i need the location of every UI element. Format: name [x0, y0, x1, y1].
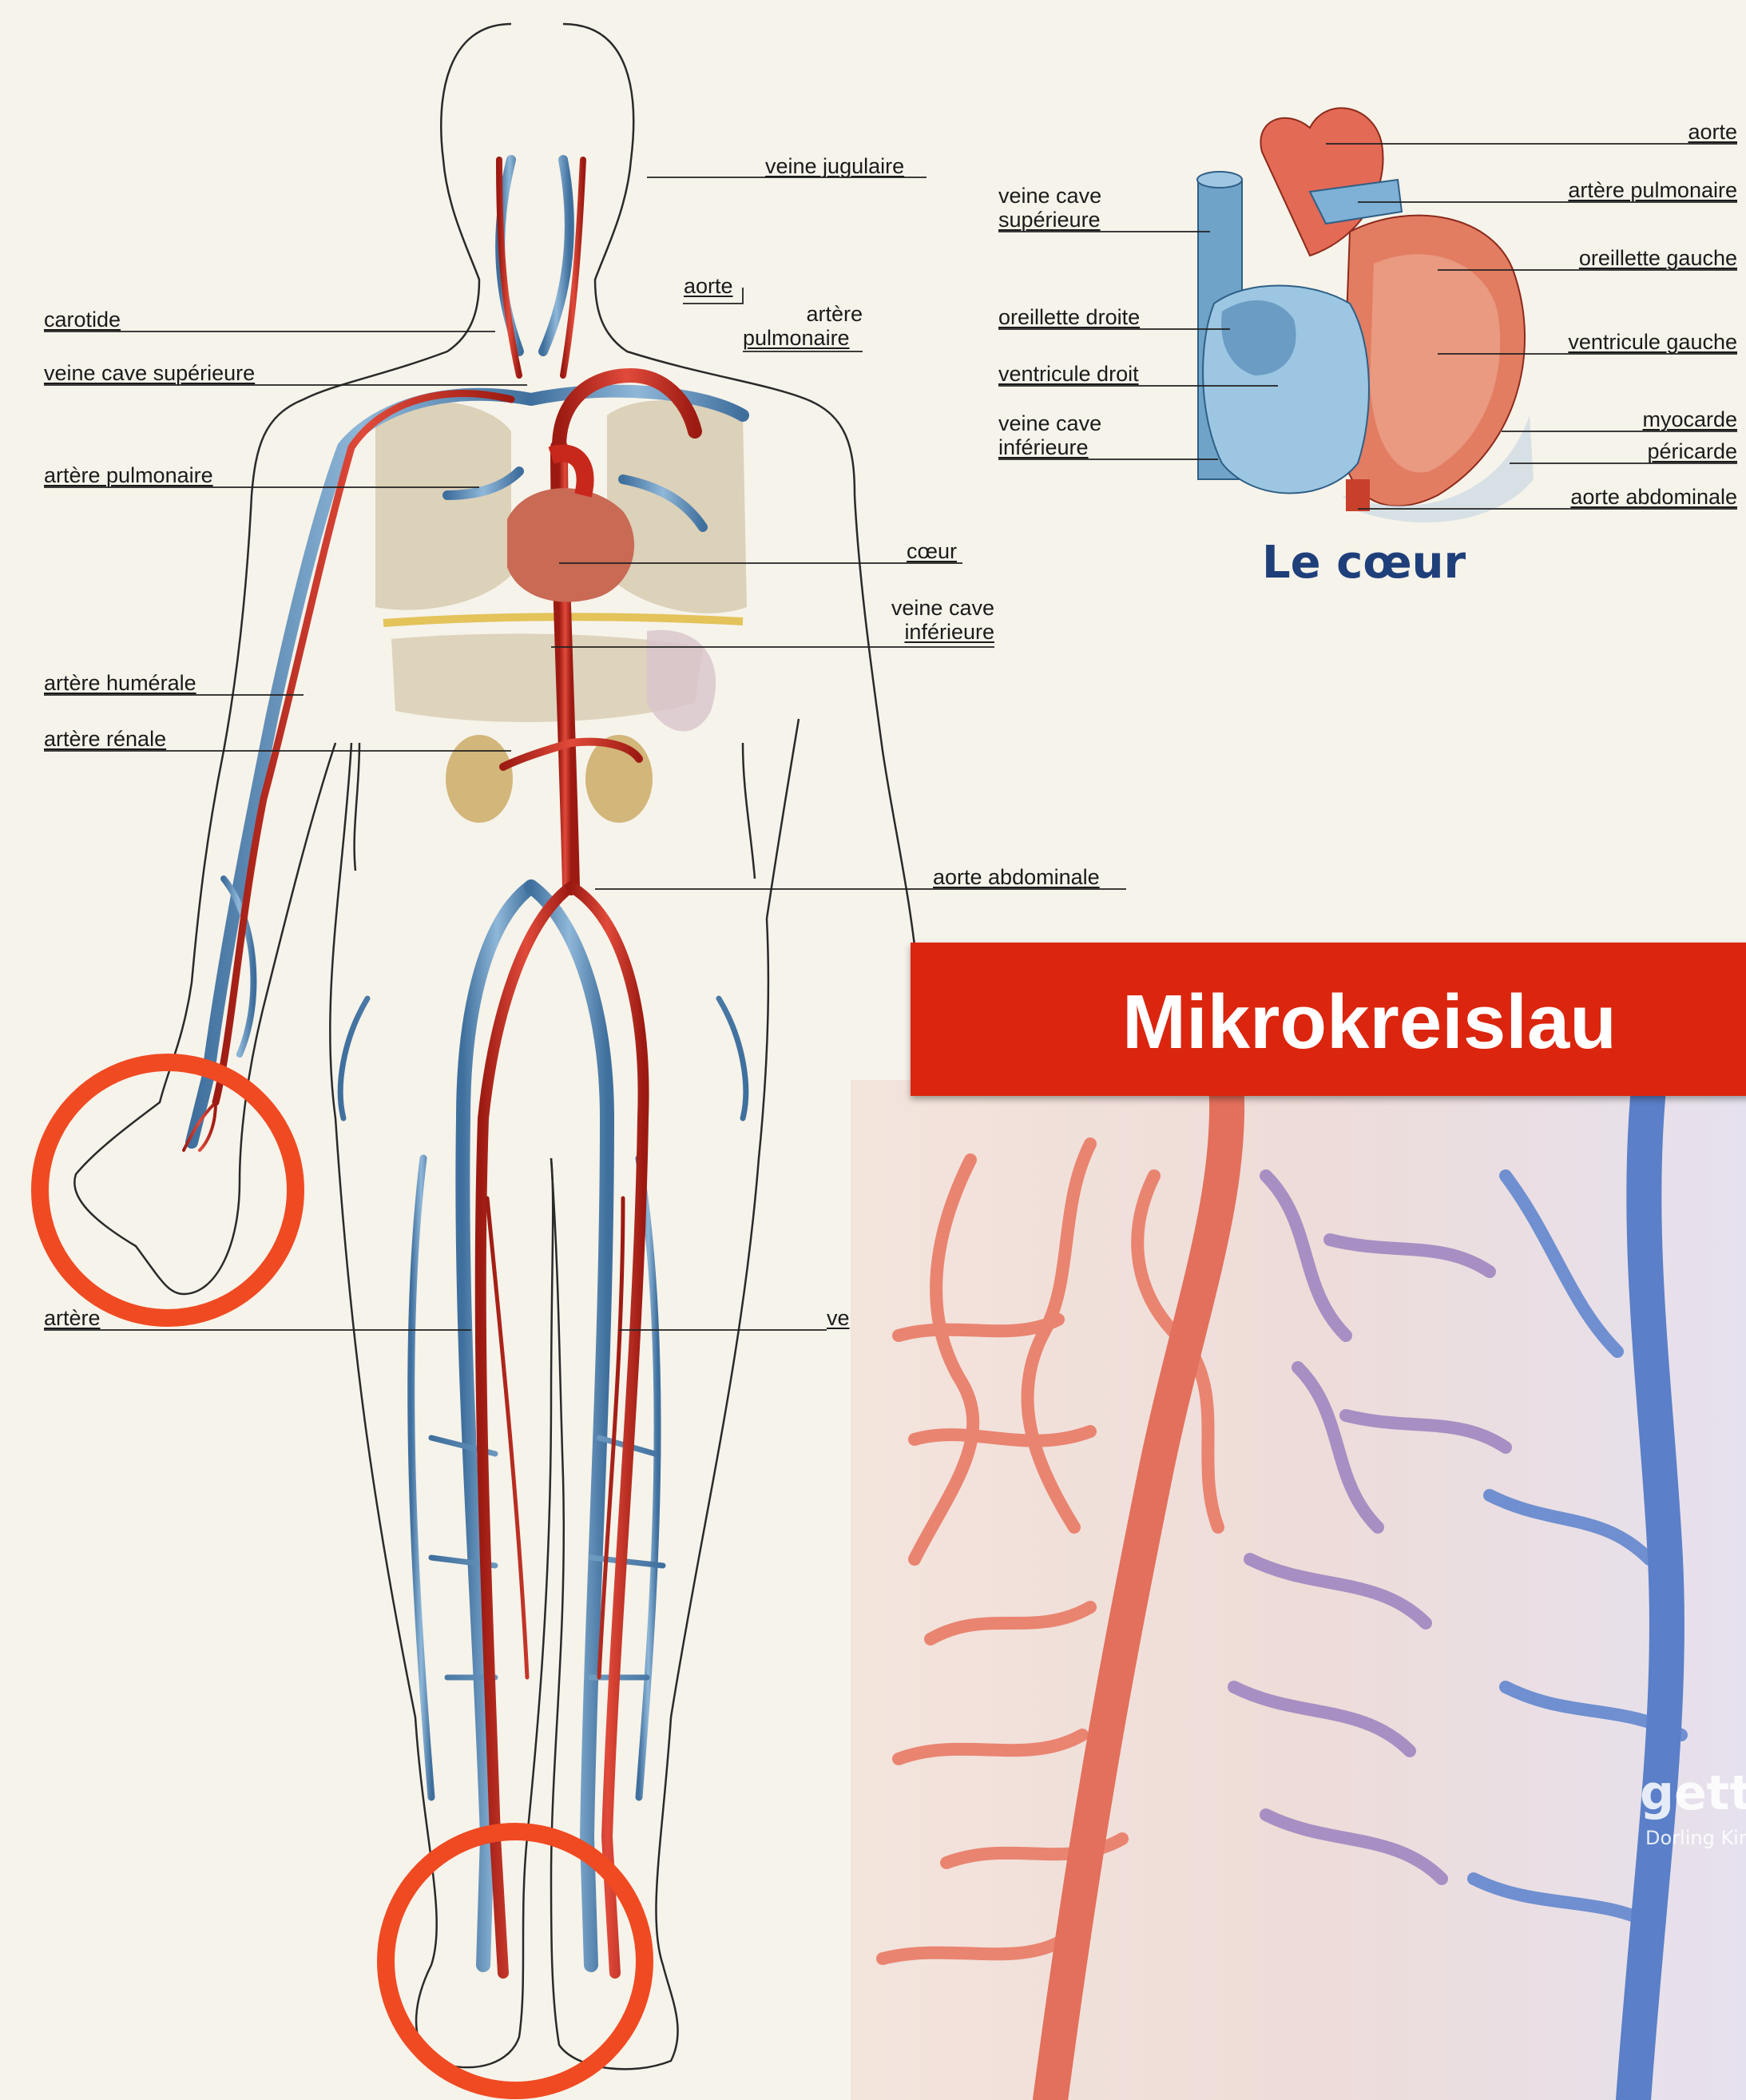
- watermark-brand: getty: [1640, 1765, 1746, 1821]
- label-aorte-abdominale: aorte abdominale: [933, 865, 1100, 889]
- heart-label-veine-cave-inf-bottom: inférieure: [998, 435, 1089, 459]
- stomach: [647, 630, 716, 732]
- label-veine-cave-inferieure-top: veine cave: [847, 596, 994, 620]
- heart-label-aorte: aorte: [1518, 120, 1737, 144]
- watermark-credit: Dorling Kin: [1645, 1827, 1746, 1849]
- heart-label-veine-cave-inf-top: veine cave: [998, 411, 1101, 435]
- heart-label-aorte-abdominale: aorte abdominale: [1518, 485, 1737, 509]
- foot-highlight-circle: [386, 1832, 645, 2090]
- heart-label-ventricule-gauche: ventricule gauche: [1518, 330, 1737, 354]
- heart-diagram: [0, 0, 1746, 575]
- heart-title: Le cœur: [1262, 537, 1466, 589]
- label-veine-cave-inferieure-bottom: inférieure: [847, 620, 994, 644]
- capillary-network: [851, 1080, 1746, 2100]
- title-banner: Mikrokreislau: [911, 943, 1746, 1096]
- heart-label-myocarde: myocarde: [1518, 407, 1737, 431]
- heart-illustration: [1197, 108, 1534, 522]
- heart-label-pericarde: péricarde: [1518, 439, 1737, 463]
- heart-label-oreillette-gauche: oreillette gauche: [1518, 246, 1737, 270]
- hand-highlight-circle: [40, 1062, 296, 1318]
- right-kidney: [446, 735, 513, 823]
- banner-title: Mikrokreislau: [1122, 979, 1617, 1066]
- label-artere-humerale: artère humérale: [44, 671, 196, 695]
- heart-label-oreillette-droite: oreillette droite: [998, 305, 1140, 329]
- heart-label-veine-cave-sup-top: veine cave: [998, 184, 1101, 208]
- label-artere-partial: artère: [44, 1306, 101, 1330]
- heart-label-ventricule-droit: ventricule droit: [998, 362, 1139, 386]
- microcirculation-image: getty Dorling Kin: [851, 1080, 1746, 2100]
- label-artere-renale: artère rénale: [44, 727, 166, 751]
- abdominal-aorta-stub: [1346, 479, 1370, 511]
- label-veine-partial: ve: [827, 1306, 850, 1330]
- heart-label-veine-cave-sup-bottom: supérieure: [998, 208, 1101, 232]
- heart-label-artere-pulmonaire: artère pulmonaire: [1518, 178, 1737, 202]
